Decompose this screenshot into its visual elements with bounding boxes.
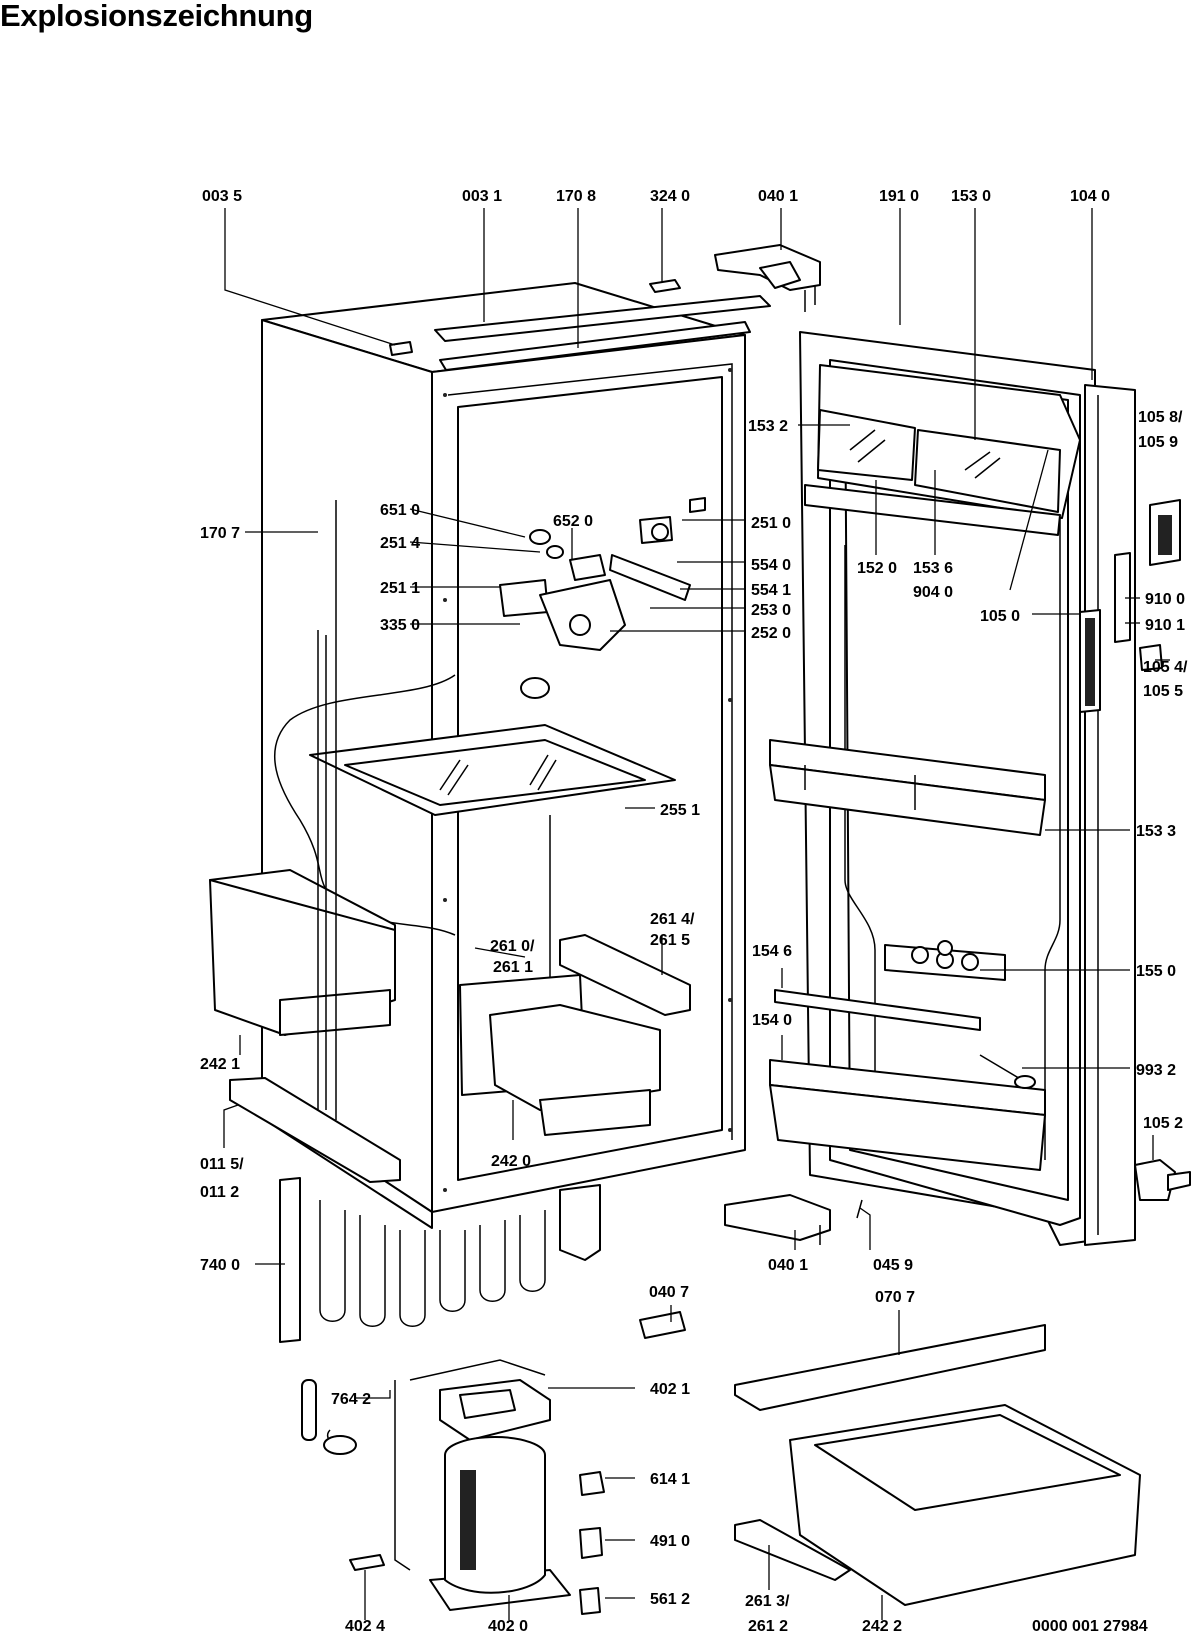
label-251-4: 251 4 (380, 535, 420, 552)
label-993-2: 993 2 (1136, 1062, 1176, 1079)
glass-shelf (309, 724, 676, 1020)
label-070-7: 070 7 (875, 1289, 915, 1306)
label-105-9: 105 9 (1138, 434, 1178, 451)
compressor (429, 1436, 571, 1611)
crisper-242-1 (209, 869, 396, 1036)
side-pipe (317, 500, 337, 1120)
label-011-5: 011 5/ (200, 1156, 244, 1173)
label-324-0: 324 0 (650, 188, 690, 205)
door-hinge-bottom (1134, 1159, 1191, 1201)
rail-011-5 (229, 1077, 401, 1183)
label-153-6: 153 6 (913, 560, 953, 577)
label-764-2: 764 2 (331, 1391, 371, 1408)
crisper-242-0 (459, 974, 661, 1136)
label-154-6: 154 6 (752, 943, 792, 960)
label-152-0: 152 0 (857, 560, 897, 577)
butter-compartment (804, 364, 1081, 536)
label-242-2: 242 2 (862, 1618, 902, 1631)
label-554-0: 554 0 (751, 557, 791, 574)
label-003-1: 003 1 (462, 188, 502, 205)
hinge-bottom (724, 1194, 863, 1245)
label-561-2: 561 2 (650, 1591, 690, 1608)
label-402-0: 402 0 (488, 1618, 528, 1631)
bottle-shelf (769, 1059, 1046, 1171)
handle-strip (1079, 609, 1101, 713)
part-040-7 (639, 1311, 686, 1339)
egg-tray (884, 940, 1006, 981)
clip-324 (649, 279, 681, 293)
thermostat-assembly (499, 497, 706, 699)
label-261-4: 261 4/ (650, 911, 695, 928)
label-105-0: 105 0 (980, 608, 1020, 625)
label-253-0: 253 0 (751, 602, 791, 619)
label-255-1: 255 1 (660, 802, 700, 819)
door-hinge-parts (1114, 499, 1181, 671)
label-153-3: 153 3 (1136, 823, 1176, 840)
label-045-9: 045 9 (873, 1257, 913, 1274)
label-155-0: 155 0 (1136, 963, 1176, 980)
label-105-4: 105 4/ (1143, 659, 1188, 676)
label-261-2: 261 2 (748, 1618, 788, 1631)
label-402-4: 402 4 (345, 1618, 385, 1631)
bottom-crisper (789, 1404, 1141, 1606)
top-rails (389, 295, 771, 371)
part-labels: 003 5 003 1 170 8 324 0 040 1 191 0 153 … (200, 188, 1188, 1631)
label-153-0: 153 0 (951, 188, 991, 205)
label-104-0: 104 0 (1070, 188, 1110, 205)
label-105-2: 105 2 (1143, 1115, 1183, 1132)
label-170-8: 170 8 (556, 188, 596, 205)
leader-lines (223, 208, 1170, 1620)
label-614-1: 614 1 (650, 1471, 690, 1488)
label-261-3: 261 3/ (745, 1593, 790, 1610)
label-261-0: 261 0/ (490, 938, 535, 955)
label-003-5: 003 5 (202, 188, 242, 205)
label-153-2: 153 2 (748, 418, 788, 435)
label-170-7: 170 7 (200, 525, 240, 542)
label-191-0: 191 0 (879, 188, 919, 205)
label-335-0: 335 0 (380, 617, 420, 634)
electrical-parts (579, 1471, 605, 1615)
clip-402-4 (349, 1554, 385, 1571)
label-040-7: 040 7 (649, 1284, 689, 1301)
label-904-0: 904 0 (913, 584, 953, 601)
label-402-1: 402 1 (650, 1381, 690, 1398)
label-242-0: 242 0 (491, 1153, 531, 1170)
handle-part (979, 1054, 1036, 1089)
label-261-1: 261 1 (493, 959, 533, 976)
label-261-5: 261 5 (650, 932, 690, 949)
label-252-0: 252 0 (751, 625, 791, 642)
label-154-0: 154 0 (752, 1012, 792, 1029)
page-title: Explosionszeichnung (0, 0, 313, 33)
label-652-0: 652 0 (553, 513, 593, 530)
label-251-1: 251 1 (380, 580, 420, 597)
label-105-5: 105 5 (1143, 683, 1183, 700)
rail-261-4 (559, 934, 691, 1016)
label-040-1-top: 040 1 (758, 188, 798, 205)
label-040-1-bottom: 040 1 (768, 1257, 808, 1274)
label-251-0: 251 0 (751, 515, 791, 532)
compressor-bracket (409, 1359, 551, 1441)
label-554-1: 554 1 (751, 582, 791, 599)
cover-070-7 (734, 1324, 1046, 1411)
label-910-0: 910 0 (1145, 591, 1185, 608)
label-011-2: 011 2 (200, 1184, 239, 1201)
label-740-0: 740 0 (200, 1257, 240, 1274)
document-number: 0000 001 27984 (1032, 1618, 1148, 1631)
label-242-1: 242 1 (200, 1056, 240, 1073)
rail-261-3 (734, 1519, 851, 1581)
filter-drier (301, 1379, 411, 1571)
label-491-0: 491 0 (650, 1533, 690, 1550)
door-shelf-upper (769, 739, 1046, 836)
hinge-top (714, 244, 821, 312)
door-strip (774, 989, 981, 1031)
condenser (279, 1177, 601, 1343)
label-651-0: 651 0 (380, 502, 420, 519)
label-910-1: 910 1 (1145, 617, 1185, 634)
label-105-8: 105 8/ (1138, 409, 1183, 426)
